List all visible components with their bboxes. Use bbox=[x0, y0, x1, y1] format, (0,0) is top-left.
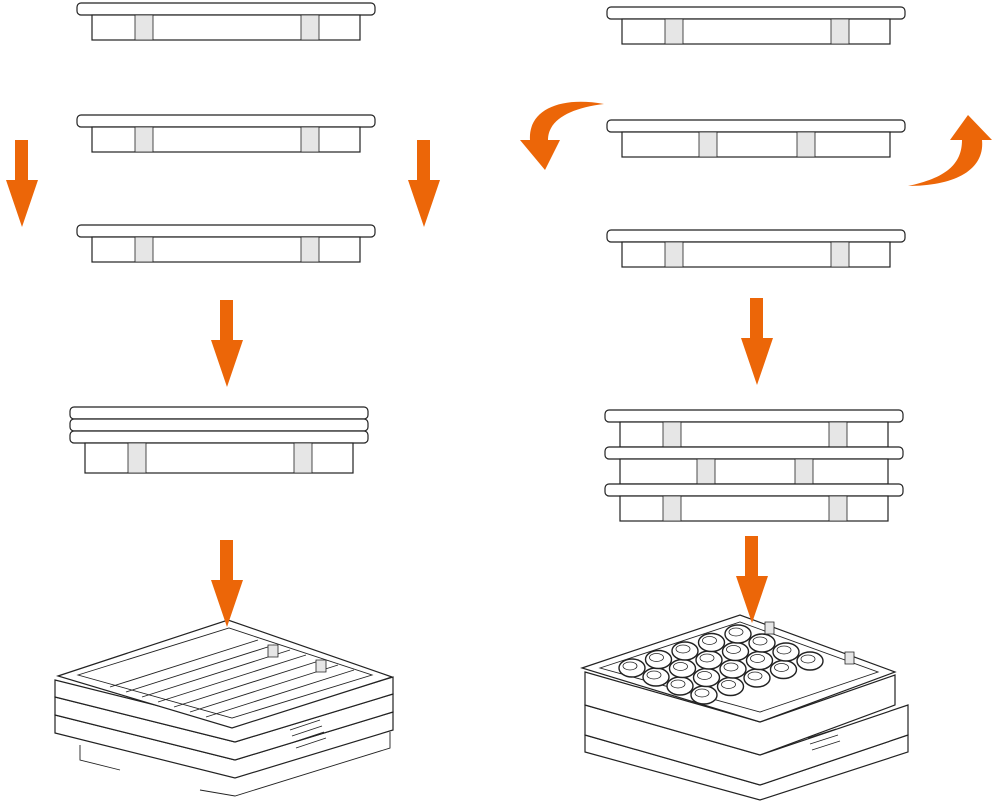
right-procedure bbox=[520, 6, 992, 801]
product-round bbox=[618, 658, 646, 678]
right-stack bbox=[604, 409, 904, 522]
product-highlight bbox=[726, 645, 741, 654]
product-round bbox=[692, 667, 721, 688]
round-products bbox=[618, 624, 824, 705]
left-tray-2 bbox=[76, 114, 376, 153]
product-highlight bbox=[776, 645, 792, 655]
product-highlight bbox=[694, 688, 710, 698]
down-arrow-icon bbox=[741, 298, 773, 385]
product-round bbox=[748, 633, 776, 653]
product-highlight bbox=[800, 654, 816, 664]
product-highlight bbox=[723, 662, 739, 672]
product-round bbox=[745, 650, 774, 671]
product-highlight bbox=[697, 671, 712, 680]
product-round bbox=[719, 659, 747, 679]
product-round bbox=[668, 658, 697, 679]
product-highlight bbox=[728, 627, 744, 637]
product-round bbox=[671, 641, 699, 661]
product-round bbox=[743, 668, 771, 688]
product-highlight bbox=[721, 680, 736, 689]
product-highlight bbox=[747, 671, 763, 681]
left-stack-isometric bbox=[54, 619, 394, 797]
product-highlight bbox=[622, 661, 638, 671]
left-tray-3 bbox=[76, 224, 376, 263]
product-round bbox=[772, 642, 800, 662]
product-round bbox=[769, 659, 798, 680]
product-round bbox=[724, 624, 752, 644]
product-highlight bbox=[752, 636, 768, 646]
right-tray-1 bbox=[606, 6, 906, 45]
right-tray-3 bbox=[606, 229, 906, 268]
right-tray-2-rotated bbox=[606, 119, 906, 158]
rotate-arrow-icon bbox=[908, 115, 992, 186]
left-tray-1 bbox=[76, 2, 376, 41]
down-arrow-icon bbox=[211, 540, 243, 627]
down-arrow-icon bbox=[736, 536, 768, 623]
product-highlight bbox=[673, 662, 688, 671]
down-arrow-icon bbox=[408, 140, 440, 227]
rotate-arrow-icon bbox=[520, 101, 604, 170]
product-highlight bbox=[774, 663, 789, 672]
product-round bbox=[716, 676, 745, 697]
right-stack-isometric bbox=[580, 614, 909, 801]
product-round bbox=[690, 685, 718, 705]
left-nested-stack bbox=[69, 406, 369, 474]
product-round bbox=[695, 650, 723, 670]
product-round bbox=[697, 632, 726, 653]
channel-ribs bbox=[109, 639, 355, 718]
product-round bbox=[796, 651, 824, 671]
product-round bbox=[721, 641, 750, 662]
product-round bbox=[642, 667, 670, 687]
left-procedure bbox=[6, 2, 440, 797]
product-highlight bbox=[702, 636, 717, 645]
product-highlight bbox=[649, 653, 664, 662]
product-round bbox=[666, 676, 694, 696]
product-highlight bbox=[750, 654, 765, 663]
product-highlight bbox=[646, 670, 662, 680]
product-highlight bbox=[675, 644, 691, 654]
down-arrow-icon bbox=[211, 300, 243, 387]
product-highlight bbox=[699, 653, 715, 663]
product-highlight bbox=[670, 679, 686, 689]
product-round bbox=[644, 649, 673, 670]
down-arrow-icon bbox=[6, 140, 38, 227]
